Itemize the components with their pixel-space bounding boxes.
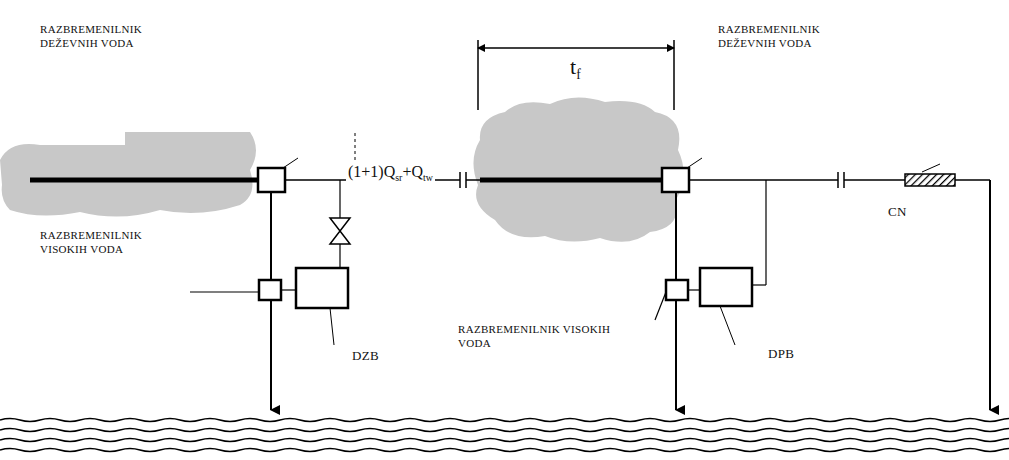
part-label: RAZBREMENILNIK VISOKIH VODA <box>458 322 638 350</box>
subscript: tw <box>423 172 433 183</box>
part-label: DZB <box>352 348 379 364</box>
catchment-area <box>0 132 256 217</box>
part-label: DPB <box>768 346 794 362</box>
part-label: RAZBREMENILNIK DEŽEVNIH VODA <box>40 22 190 50</box>
formula-label: (1+1)Qsr+Qtw <box>346 163 435 183</box>
subscript: f <box>576 67 581 82</box>
formula-label: tf <box>568 54 583 83</box>
water-line <box>0 439 1009 442</box>
formula-part: (1+1)Q <box>348 163 395 180</box>
subscript: sr <box>395 172 402 183</box>
part-label: RAZBREMENILNIK VISOKIH VODA <box>40 228 190 256</box>
catchment-area <box>473 97 683 241</box>
part-label: RAZBREMENILNIK DEŽEVNIH VODA <box>718 22 868 50</box>
water-line <box>0 429 1009 432</box>
part-label: CN <box>888 204 907 220</box>
formula-part: t <box>570 54 576 79</box>
formula-part: +Q <box>402 163 423 180</box>
water-line <box>0 419 1009 422</box>
water-line <box>0 449 1009 452</box>
